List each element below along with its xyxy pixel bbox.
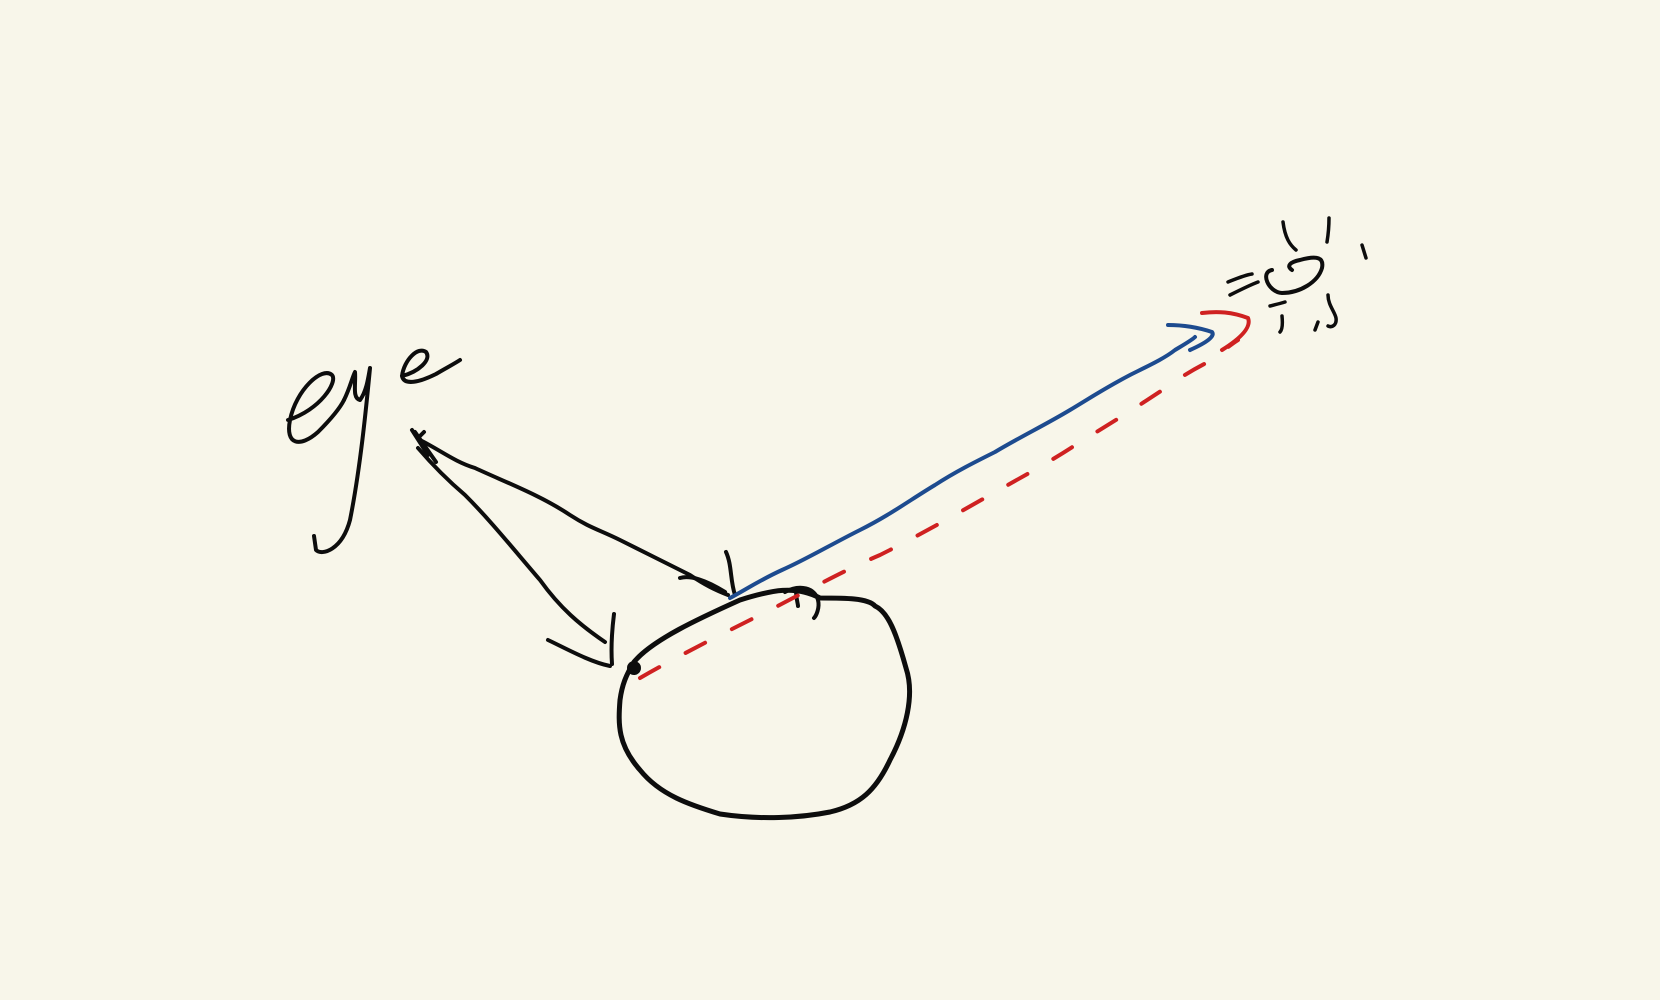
intersection-point-lower bbox=[627, 661, 641, 675]
arrowhead-lower-point bbox=[546, 612, 616, 668]
eye-letter-e bbox=[286, 371, 346, 444]
eye-arrow-tip-scribble bbox=[410, 428, 438, 464]
blue-ray-line bbox=[728, 335, 1197, 600]
sphere-top-scribble bbox=[783, 585, 821, 620]
red-arrowhead bbox=[1200, 310, 1251, 352]
sphere-object bbox=[616, 585, 913, 821]
ray-eye-to-upper-point bbox=[418, 438, 730, 597]
blue-arrowhead bbox=[1166, 323, 1215, 352]
red-shadow-ray bbox=[638, 310, 1251, 680]
eye-label: eye bbox=[286, 348, 462, 555]
sun-rays bbox=[1226, 216, 1368, 334]
eye-letter-y bbox=[312, 366, 372, 555]
sphere-outline bbox=[616, 587, 913, 821]
light-source-sun-icon bbox=[1226, 216, 1368, 334]
arrowhead-upper-point bbox=[678, 550, 737, 597]
eye-letter-e-superscript bbox=[400, 348, 462, 384]
blue-light-ray bbox=[728, 323, 1215, 600]
red-dashed-line bbox=[638, 338, 1240, 680]
eye-rays bbox=[410, 428, 737, 668]
sun-body bbox=[1264, 255, 1325, 295]
ray-eye-to-lower-point bbox=[416, 446, 607, 644]
